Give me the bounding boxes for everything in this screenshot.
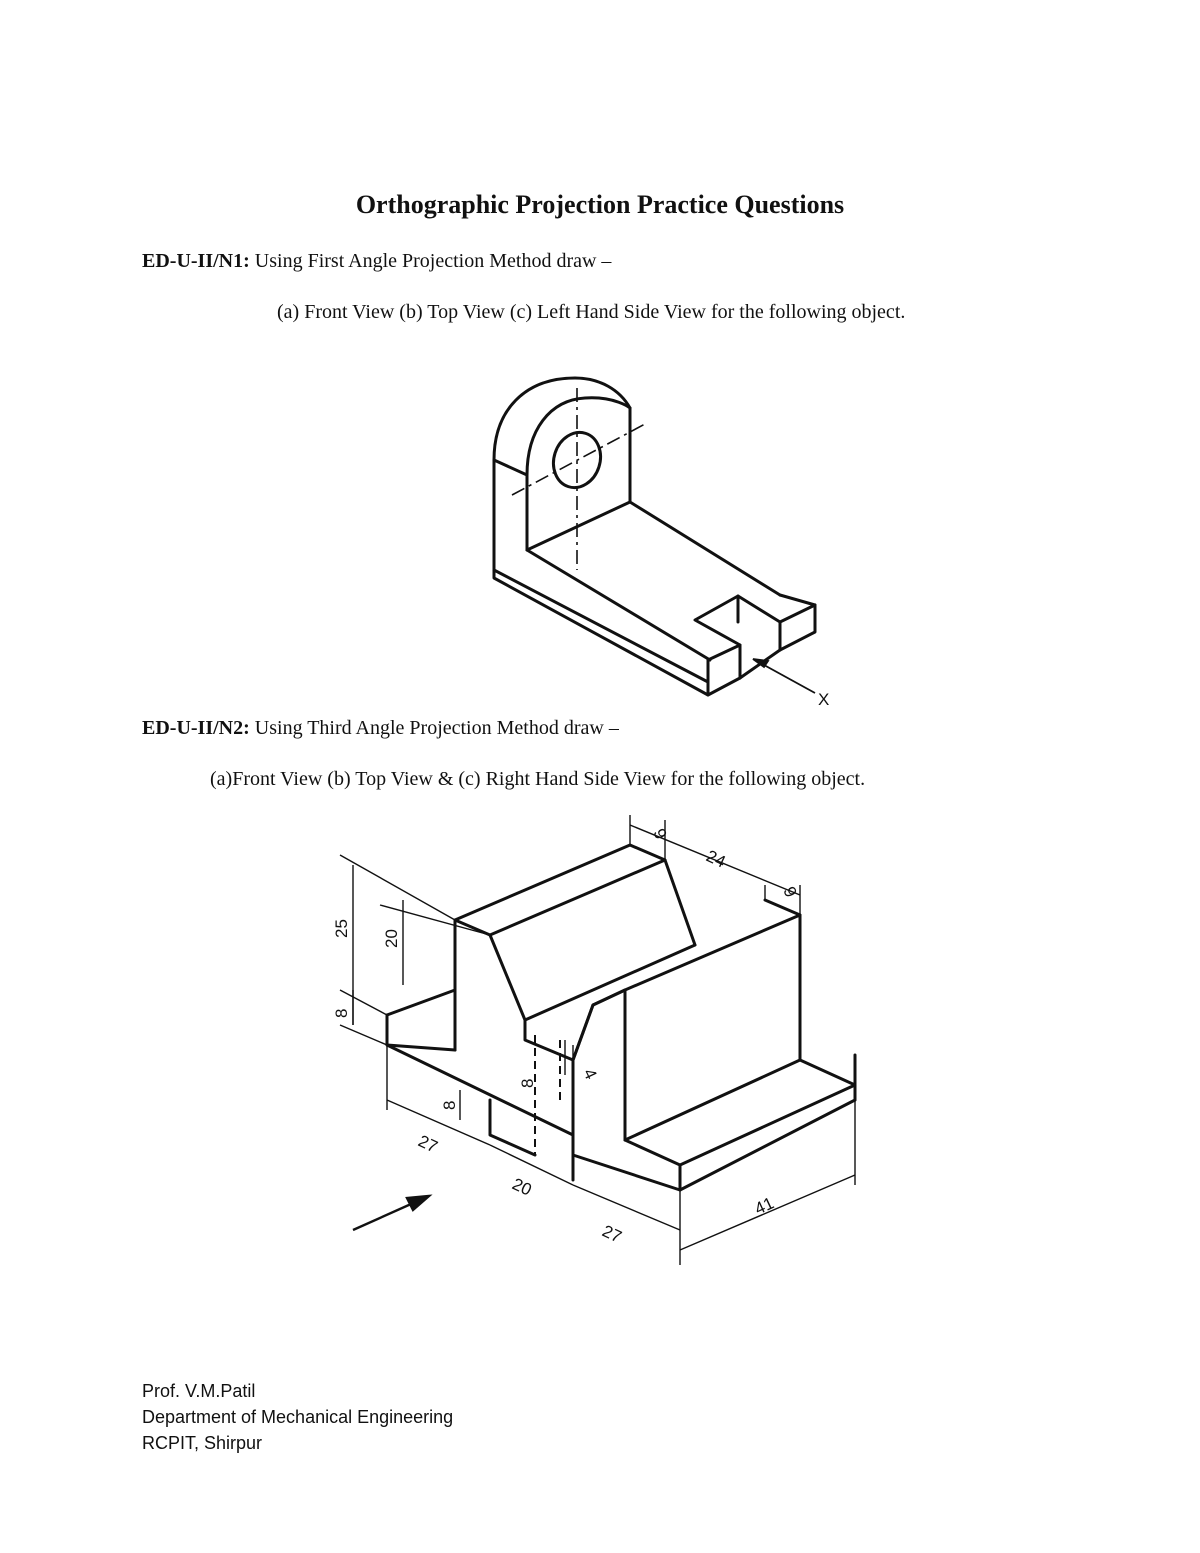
footer-institute: RCPIT, Shirpur [142,1433,263,1453]
dim-label-27-right: 27 [599,1221,624,1246]
dim-label-41: 41 [752,1193,777,1218]
base-right-top-edge [778,593,817,607]
figure-2-isometric-vblock: 9 24 9 25 20 8 8 4 8 27 20 27 41 [325,810,875,1280]
question-1-text: Using First Angle Projection Method draw… [249,250,612,272]
question-2-code: ED-U-II/N2: [142,717,250,739]
base-left-bottom-edge [492,568,742,697]
dim-label-9-right: 9 [779,884,800,901]
dim-line-27-right [572,1184,681,1231]
v-left-slope-front [488,933,527,1022]
upright-top-depth [492,458,529,477]
figure-1-drawing: X [492,376,829,709]
upright-inner-arc [525,396,632,552]
dim-label-27-left: 27 [415,1131,440,1156]
footer-author: Prof. V.M.Patil [142,1381,256,1401]
base-right-end-face [778,603,817,652]
right-step-top [623,1058,857,1167]
question-2-views: (a)Front View (b) Top View & (c) Right H… [210,768,866,790]
front-view-arrow-line [352,1198,421,1232]
front-view-arrowhead [405,1194,433,1212]
hole-circle [551,430,603,490]
v-left-lower [523,1018,575,1062]
ext-line-mid-left [379,904,491,936]
ext-line-top-left [339,854,456,921]
right-block-top-edge [763,898,802,917]
upright-outer-edge [492,376,632,572]
dim-label-4: 4 [579,1066,600,1083]
base-left-top-edge [492,568,710,684]
base-top-back-edge [525,500,782,597]
dim-label-8-center: 8 [518,1079,537,1088]
figure-2-drawing: 9 24 9 25 20 8 8 4 8 27 20 27 41 [332,815,857,1265]
dim-label-8-bottom: 8 [440,1101,459,1110]
left-step-top [385,988,457,1052]
right-block-front [591,988,627,1142]
base-front-end-face [706,643,742,680]
ext-line-step-left [339,989,388,1016]
left-block-top [453,858,667,937]
question-2-text: Using Third Angle Projection Method draw… [249,717,619,739]
dim-line-top [629,824,801,896]
dim-line-27-left [386,1099,491,1146]
footer-department: Department of Mechanical Engineering [142,1407,454,1427]
v-left-bottom-line [523,943,697,1022]
right-block-face [623,988,802,1142]
page-title: Orthographic Projection Practice Questio… [355,190,845,219]
dim-label-24: 24 [703,846,728,871]
view-direction-label: X [818,690,829,709]
footer: Prof. V.M.Patil Department of Mechanical… [142,1378,453,1456]
base-top-front-edge [525,548,712,662]
left-block-outline [453,843,667,1052]
dim-label-8-left: 8 [332,1009,351,1018]
dim-line-20-bottom [489,1144,574,1186]
question-2-heading: ED-U-II/N2: Using Third Angle Projection… [142,717,619,740]
view-direction-arrowhead [752,658,770,669]
left-step-lower [385,1043,457,1052]
ext-line-base-left [339,1024,388,1046]
dim-line-41 [679,1174,856,1251]
figure-1-isometric-bracket: X [480,360,860,710]
right-block-outline [571,913,802,1062]
question-1-code: ED-U-II/N1: [142,250,250,272]
dim-label-20-vert: 20 [382,929,401,948]
question-1-heading: ED-U-II/N1: Using First Angle Projection… [142,250,611,273]
dim-label-20-bottom: 20 [509,1174,534,1199]
v-left-slope-back [663,858,697,947]
dim-label-25: 25 [332,919,351,938]
question-1-views: (a) Front View (b) Top View (c) Left Han… [277,301,906,323]
front-left-notch [488,1098,537,1157]
hole-horizontal-centerline [511,423,646,496]
